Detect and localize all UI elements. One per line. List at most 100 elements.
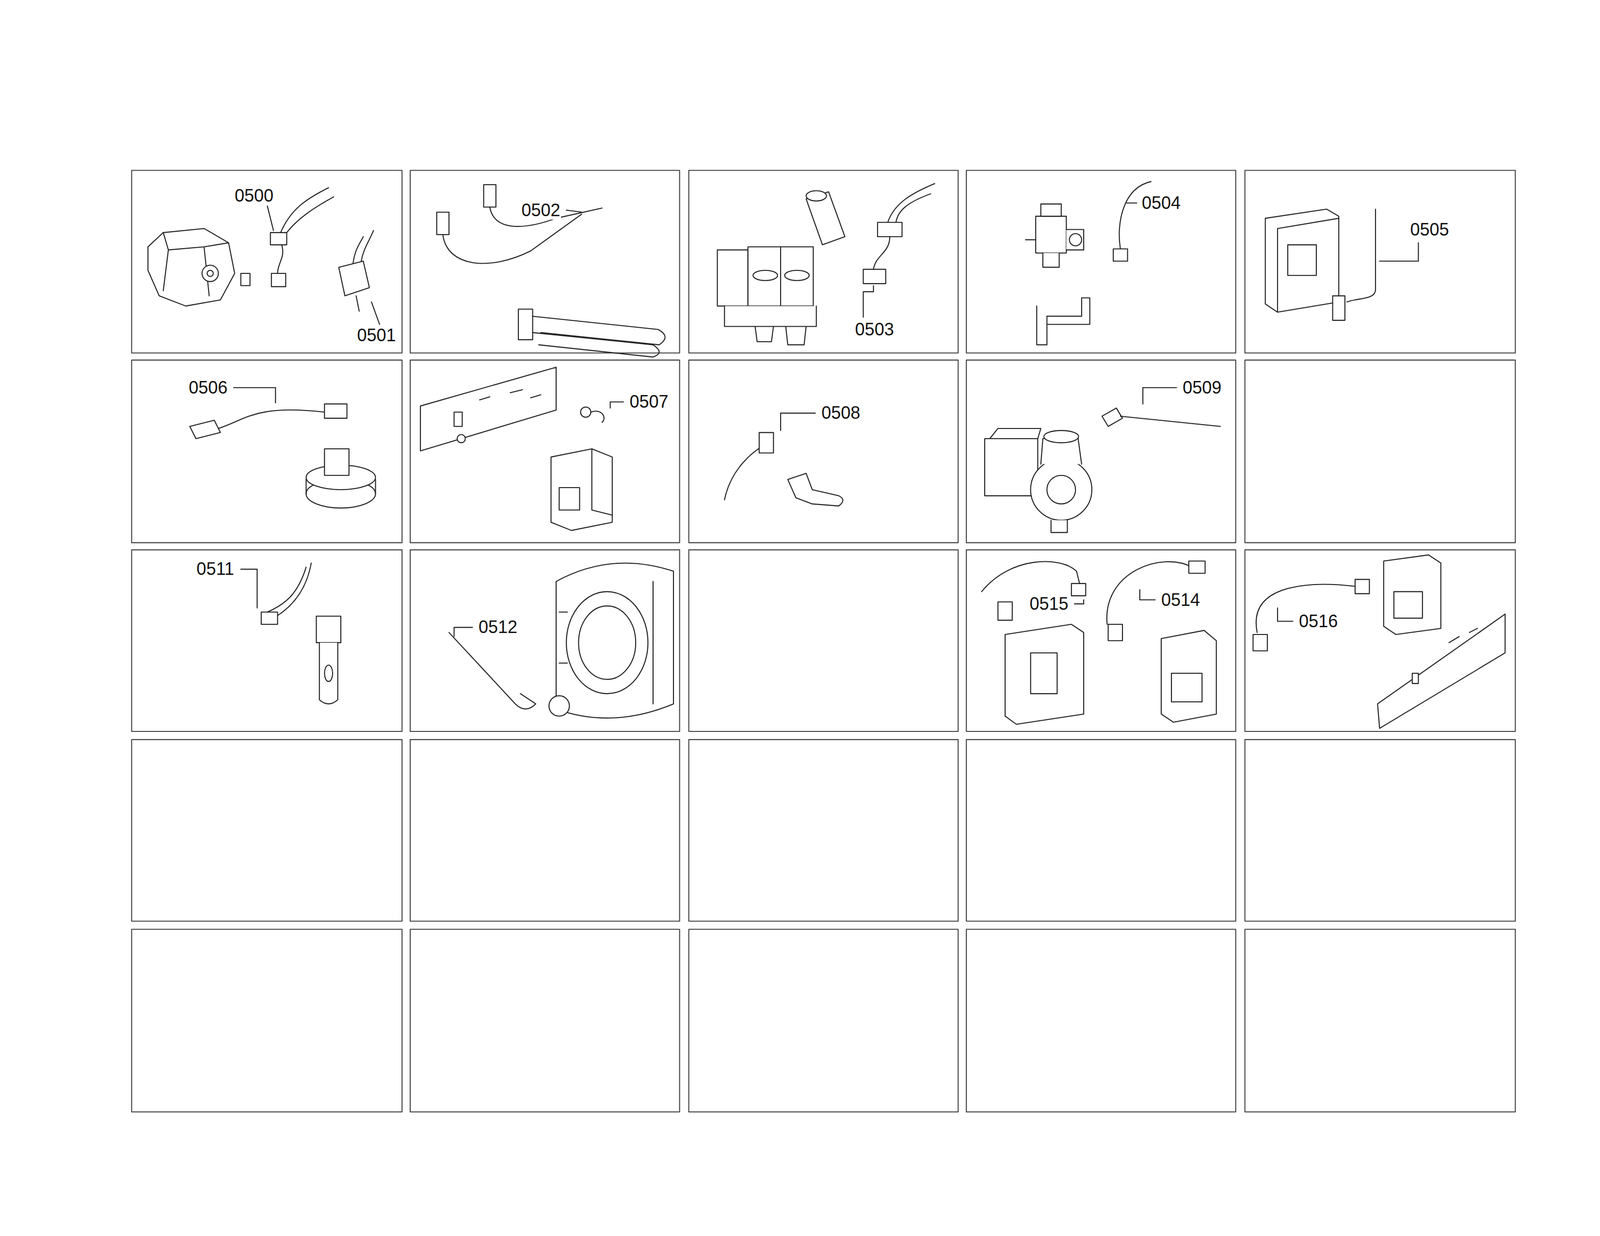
part-drawing (280, 187, 334, 233)
callout-number: 0512 (477, 618, 519, 637)
part-drawing (131, 929, 402, 1113)
part-drawing (1252, 555, 1505, 729)
part-drawing (717, 250, 749, 307)
part-drawing (688, 549, 959, 732)
part-drawing (566, 592, 648, 694)
part-drawing (410, 360, 680, 544)
part-drawing (578, 606, 636, 680)
part-drawing (966, 170, 1236, 353)
part-drawing (559, 581, 654, 705)
part-drawing (410, 549, 680, 732)
part-drawing (1252, 634, 1267, 652)
part-drawing (1119, 181, 1151, 250)
part-drawing (1256, 584, 1358, 633)
part-drawing (240, 273, 251, 286)
part-drawing (748, 246, 781, 306)
part-drawing (131, 170, 1516, 1113)
part-drawing (324, 448, 350, 476)
part-drawing (1287, 244, 1317, 276)
callout-number: 0515 (1028, 594, 1070, 614)
part-drawing (873, 236, 891, 270)
part-drawing (1043, 430, 1079, 443)
part-drawing (1332, 295, 1345, 321)
part-drawing (984, 438, 1038, 496)
callout-number: 0507 (628, 392, 670, 412)
part-drawing (271, 273, 286, 287)
part-drawing (324, 403, 347, 418)
part-drawing (688, 739, 959, 922)
part-drawing (1377, 614, 1505, 729)
part-drawing (1245, 739, 1516, 922)
part-drawing (410, 170, 680, 353)
part-drawing (688, 360, 959, 544)
part-drawing (479, 389, 541, 400)
part-drawing (717, 183, 935, 346)
callout-number: 0508 (820, 403, 862, 423)
part-drawing (131, 360, 402, 544)
part-drawing (1245, 360, 1516, 544)
part-drawing (240, 569, 258, 608)
part-drawing (410, 739, 680, 922)
part-drawing (806, 191, 827, 202)
callout-number: 0500 (233, 186, 275, 206)
part-drawing (1277, 608, 1294, 622)
part-drawing (1051, 520, 1068, 533)
part-drawing (780, 246, 814, 306)
part-drawing (273, 563, 312, 619)
part-drawing (1265, 208, 1419, 320)
part-drawing (420, 367, 557, 452)
part-drawing (787, 473, 844, 507)
part-drawing (984, 387, 1221, 533)
part-drawing (580, 407, 592, 418)
part-drawing (1142, 387, 1177, 405)
part-drawing (457, 434, 466, 444)
part-drawing (131, 549, 402, 732)
part-drawing (189, 387, 376, 509)
part-drawing (1449, 628, 1478, 643)
part-drawing (610, 401, 624, 409)
part-drawing (147, 187, 380, 325)
part-drawing (1383, 555, 1441, 635)
part-drawing (981, 561, 1217, 725)
part-drawing (410, 929, 680, 1113)
part-drawing (233, 387, 276, 404)
part-drawing (1108, 624, 1123, 641)
part-drawing (207, 270, 214, 277)
callout-number: 0502 (520, 201, 561, 220)
part-drawing (436, 184, 666, 358)
part-drawing (989, 428, 1041, 439)
part-drawing (1102, 408, 1123, 427)
part-drawing (1379, 242, 1419, 262)
part-drawing (131, 739, 402, 922)
part-drawing (324, 665, 333, 682)
part-drawing (1412, 673, 1419, 684)
part-drawing (448, 563, 674, 719)
part-drawing (202, 265, 219, 282)
part-drawing (319, 642, 338, 704)
part-drawing (966, 360, 1236, 544)
part-drawing (877, 222, 903, 237)
part-drawing (448, 632, 536, 710)
part-drawing (981, 561, 1080, 592)
part-drawing (163, 232, 229, 296)
callout-number: 0505 (1408, 220, 1450, 240)
part-drawing (1393, 592, 1423, 619)
part-drawing (966, 739, 1236, 922)
part-drawing (1245, 929, 1516, 1113)
callout-number: 0516 (1297, 612, 1339, 631)
part-drawing (261, 612, 278, 625)
part-drawing (277, 244, 283, 274)
part-drawing (267, 206, 380, 325)
part-drawing (338, 261, 370, 297)
part-drawing (1245, 549, 1516, 732)
part-drawing (147, 228, 235, 306)
part-drawing (1071, 583, 1086, 596)
part-drawing (550, 448, 612, 531)
part-drawing (131, 170, 402, 353)
part-drawing (1005, 624, 1084, 725)
part-drawing (483, 184, 496, 208)
part-drawing (724, 413, 843, 507)
part-drawing (1069, 233, 1082, 246)
part-drawing (1171, 673, 1202, 703)
